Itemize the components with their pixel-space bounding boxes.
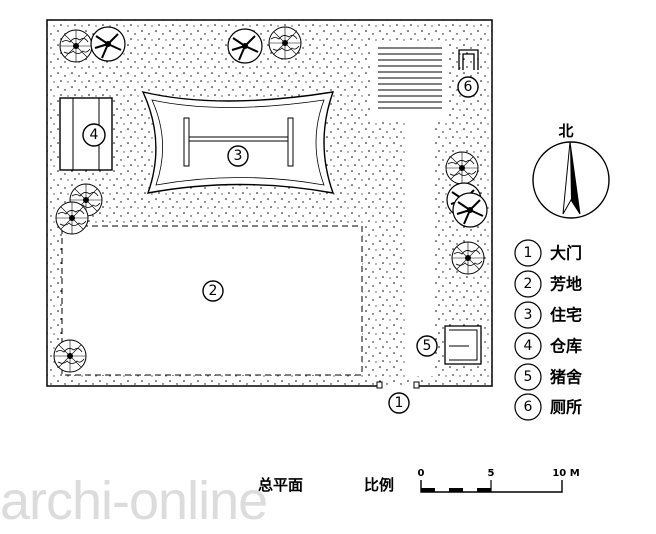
- svg-text:2: 2: [524, 276, 533, 292]
- steps: [378, 47, 442, 109]
- svg-text:仓库: 仓库: [549, 337, 582, 356]
- yard-outline: [61, 225, 363, 376]
- watermark: archi-online: [0, 471, 268, 531]
- legend: 1 大门 2 芳地 3 住宅 4 仓库 5 猪舍 6 厕所: [514, 239, 583, 421]
- svg-text:1: 1: [395, 395, 404, 411]
- legend-item: 2 芳地: [514, 270, 582, 298]
- callout-granary: 4: [82, 123, 106, 147]
- svg-text:6: 6: [464, 79, 473, 95]
- svg-text:3: 3: [524, 307, 533, 323]
- site-boundary: [46, 19, 493, 389]
- callout-house: 3: [227, 145, 249, 167]
- svg-text:3: 3: [234, 148, 243, 164]
- callout-toilet: 6: [457, 76, 479, 98]
- callout-gate: 1: [388, 392, 410, 414]
- svg-text:10 M: 10 M: [552, 468, 579, 479]
- svg-text:住宅: 住宅: [550, 306, 582, 325]
- svg-text:大门: 大门: [550, 244, 582, 263]
- callout-pigsty: 5: [416, 335, 438, 357]
- svg-text:北: 北: [558, 122, 573, 140]
- plan-title: 总平面: [258, 476, 303, 494]
- svg-text:猪舍: 猪舍: [549, 368, 583, 387]
- svg-text:5: 5: [488, 468, 495, 479]
- svg-text:2: 2: [209, 283, 218, 299]
- svg-text:5: 5: [524, 369, 533, 385]
- legend-item: 4 仓库: [514, 332, 582, 360]
- scale-bar: 0 5 10 M: [418, 468, 580, 493]
- callout-yard: 2: [202, 280, 224, 302]
- svg-text:0: 0: [418, 468, 425, 479]
- pigsty: [444, 325, 482, 365]
- svg-text:芳地: 芳地: [550, 275, 582, 294]
- svg-text:厕所: 厕所: [550, 398, 582, 417]
- legend-item: 6 厕所: [514, 393, 582, 421]
- svg-text:4: 4: [524, 338, 533, 354]
- scale-label: 比例: [364, 476, 394, 494]
- legend-item: 3 住宅: [514, 301, 582, 329]
- svg-text:6: 6: [524, 399, 533, 415]
- north-arrow: 北: [532, 122, 610, 219]
- main-house: [141, 90, 335, 194]
- svg-text:4: 4: [90, 127, 99, 143]
- svg-text:1: 1: [524, 245, 533, 261]
- legend-item: 5 猪舍: [514, 363, 583, 391]
- svg-text:5: 5: [423, 338, 432, 354]
- legend-item: 1 大门: [514, 239, 582, 267]
- toilet: [458, 49, 479, 70]
